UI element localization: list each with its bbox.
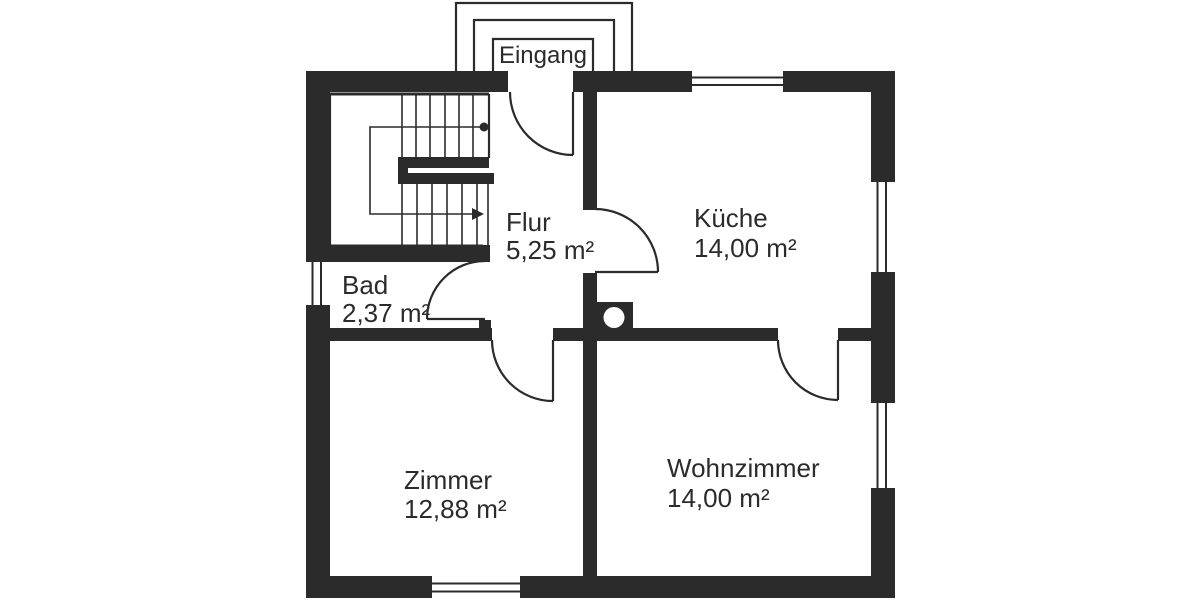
stair-treads-upper: [401, 94, 474, 158]
wohnzimmer-door: [776, 339, 840, 402]
stair-walk-line: [369, 122, 489, 220]
outer-wall-top: [306, 71, 895, 92]
room-label-flur: Flur: [506, 207, 551, 237]
porch-step-outer: [454, 1, 634, 71]
window-right-kueche: [871, 182, 895, 272]
zimmer-door: [490, 339, 555, 403]
room-label-bad: Bad: [342, 270, 388, 300]
inner-wall-flur-stub: [553, 328, 597, 341]
room-area-flur: 5,25 m²: [506, 235, 594, 265]
staircase: [328, 92, 494, 248]
outer-wall-bottom: [306, 576, 895, 598]
bad-door: [425, 259, 486, 321]
window-left-bad: [306, 262, 330, 305]
walk-line-arrow: [472, 208, 484, 220]
window-top-kueche: [692, 71, 783, 92]
inner-wall-kueche-wohnzimmer-right: [838, 328, 871, 341]
doors: [425, 91, 840, 403]
stairwell-outline: [328, 92, 491, 248]
chimney-flue-circle: [603, 307, 625, 328]
room-label-wohnzimmer: Wohnzimmer: [667, 453, 820, 483]
room-label-kueche: Küche: [694, 203, 768, 233]
stair-treads-lower: [401, 184, 489, 246]
entrance-door-opening: [508, 71, 573, 92]
outer-wall-right: [871, 71, 895, 598]
inner-wall-bad-right-lower: [479, 320, 491, 341]
entrance-door: [508, 91, 575, 157]
entrance-label: Eingang: [499, 42, 587, 69]
door-openings: [508, 71, 597, 273]
room-area-wohnzimmer: 14,00 m²: [667, 483, 770, 513]
room-area-zimmer: 12,88 m²: [404, 494, 507, 524]
labels: Eingang Flur 5,25 m² Küche 14,00 m² Bad …: [342, 42, 820, 524]
window-bottom-zimmer: [432, 576, 520, 598]
inner-wall-stair-bad: [330, 245, 490, 262]
porch-step-middle: [472, 18, 616, 71]
entrance-porch-steps: [454, 1, 634, 71]
room-label-zimmer: Zimmer: [404, 465, 492, 495]
room-area-kueche: 14,00 m²: [694, 233, 797, 263]
walls: [306, 71, 895, 598]
kueche-door-opening: [583, 210, 597, 273]
windows: [306, 71, 895, 598]
room-area-bad: 2,37 m²: [342, 298, 430, 328]
outer-wall-left: [306, 71, 330, 598]
inner-wall-bad-zimmer: [330, 328, 492, 341]
window-right-wohnzimmer: [871, 403, 895, 488]
porch-step-inner: [491, 37, 595, 71]
walk-line-start-dot: [479, 122, 489, 132]
inner-wall-kueche-wohnzimmer-left: [597, 328, 778, 341]
kueche-door: [594, 207, 660, 274]
stair-mid-rail: [398, 157, 494, 184]
